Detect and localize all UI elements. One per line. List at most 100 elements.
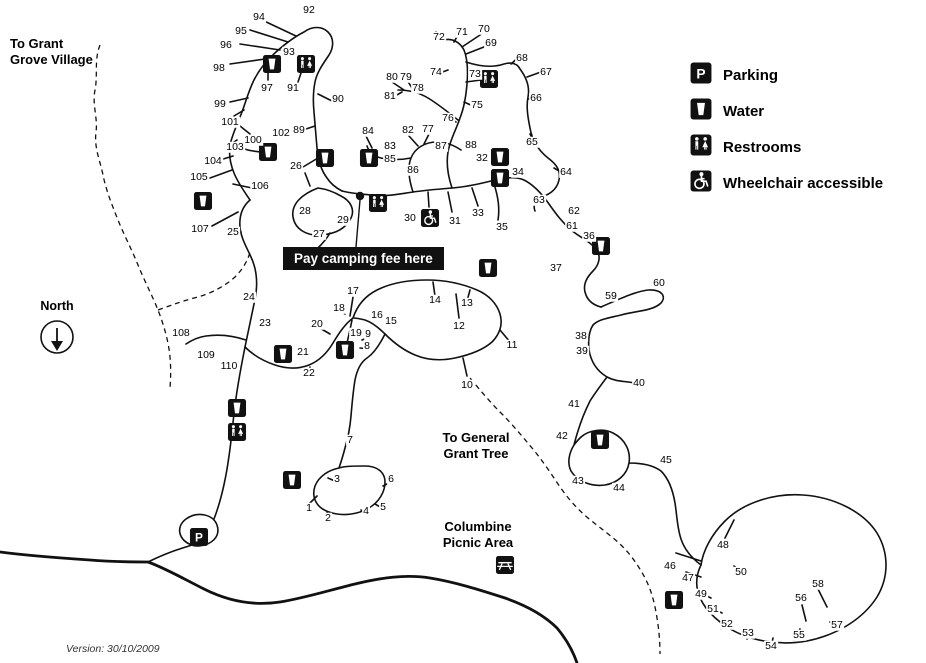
site-number-27: 27 xyxy=(312,227,326,240)
restrooms-icon xyxy=(368,193,388,213)
legend-item-restrooms: Restrooms xyxy=(690,134,883,161)
site-number-20: 20 xyxy=(310,317,324,330)
site-number-109: 109 xyxy=(196,348,216,361)
site-number-52: 52 xyxy=(720,617,734,630)
site-number-19: 19 xyxy=(349,326,363,339)
water-icon xyxy=(490,147,510,167)
site-number-103: 103 xyxy=(225,140,245,153)
site-number-3: 3 xyxy=(333,472,341,485)
site-number-84: 84 xyxy=(361,124,375,137)
site-number-58: 58 xyxy=(811,577,825,590)
site-number-23: 23 xyxy=(258,316,272,329)
site-number-2: 2 xyxy=(324,511,332,524)
parking-icon: P xyxy=(690,62,712,89)
site-number-95: 95 xyxy=(234,24,248,37)
north-label: North xyxy=(40,299,74,313)
site-number-85: 85 xyxy=(383,152,397,165)
site-number-54: 54 xyxy=(764,639,778,652)
site-number-28: 28 xyxy=(298,204,312,217)
site-number-25: 25 xyxy=(226,225,240,238)
site-number-35: 35 xyxy=(495,220,509,233)
site-number-80: 80 xyxy=(385,70,399,83)
legend-item-water: Water xyxy=(690,98,883,125)
water-icon xyxy=(359,148,379,168)
site-number-48: 48 xyxy=(716,538,730,551)
site-number-86: 86 xyxy=(406,163,420,176)
hiking-trails xyxy=(93,44,661,655)
site-number-82: 82 xyxy=(401,123,415,136)
water-icon xyxy=(478,258,498,278)
site-number-87: 87 xyxy=(434,139,448,152)
site-number-81: 81 xyxy=(383,89,397,102)
site-number-57: 57 xyxy=(830,618,844,631)
site-number-88: 88 xyxy=(464,138,478,151)
site-number-41: 41 xyxy=(567,397,581,410)
fee-pointer xyxy=(355,191,365,248)
site-number-107: 107 xyxy=(190,222,210,235)
site-number-37: 37 xyxy=(549,261,563,274)
site-number-92: 92 xyxy=(302,3,316,16)
site-number-105: 105 xyxy=(189,170,209,183)
site-number-13: 13 xyxy=(460,296,474,309)
site-number-4: 4 xyxy=(362,504,370,517)
site-number-38: 38 xyxy=(574,329,588,342)
site-number-99: 99 xyxy=(213,97,227,110)
site-number-91: 91 xyxy=(286,81,300,94)
site-number-77: 77 xyxy=(421,122,435,135)
site-number-110: 110 xyxy=(219,359,239,372)
site-number-12: 12 xyxy=(452,319,466,332)
site-number-68: 68 xyxy=(515,51,529,64)
site-number-15: 15 xyxy=(384,314,398,327)
site-number-65: 65 xyxy=(525,135,539,148)
version-label: Version: 30/10/2009 xyxy=(66,643,160,655)
legend-label: Restrooms xyxy=(723,139,802,156)
site-number-18: 18 xyxy=(332,301,346,314)
site-number-63: 63 xyxy=(532,193,546,206)
water-icon xyxy=(315,148,335,168)
legend-label: Water xyxy=(723,103,765,120)
site-number-14: 14 xyxy=(428,293,442,306)
restrooms-icon xyxy=(296,54,316,74)
site-number-50: 50 xyxy=(734,565,748,578)
site-number-26: 26 xyxy=(289,159,303,172)
site-number-67: 67 xyxy=(539,65,553,78)
site-number-46: 46 xyxy=(663,559,677,572)
site-number-97: 97 xyxy=(260,81,274,94)
site-number-96: 96 xyxy=(219,38,233,51)
site-number-76: 76 xyxy=(441,111,455,124)
site-number-9: 9 xyxy=(364,327,372,340)
site-number-69: 69 xyxy=(484,36,498,49)
site-number-47: 47 xyxy=(681,571,695,584)
site-number-83: 83 xyxy=(383,139,397,152)
site-number-5: 5 xyxy=(379,500,387,513)
site-number-32: 32 xyxy=(475,151,489,164)
water-icon xyxy=(664,590,684,610)
site-number-34: 34 xyxy=(511,165,525,178)
fee-banner: Pay camping fee here xyxy=(283,247,444,270)
restrooms-icon xyxy=(479,69,499,89)
site-number-6: 6 xyxy=(387,472,395,485)
site-number-49: 49 xyxy=(694,587,708,600)
site-number-1: 1 xyxy=(305,501,313,514)
water-icon xyxy=(273,344,293,364)
site-number-71: 71 xyxy=(455,25,469,38)
site-number-45: 45 xyxy=(659,453,673,466)
site-number-39: 39 xyxy=(575,344,589,357)
site-number-7: 7 xyxy=(346,433,354,446)
grant-tree-label: To General Grant Tree xyxy=(442,430,510,461)
site-number-60: 60 xyxy=(652,276,666,289)
north-arrow xyxy=(40,320,74,354)
restrooms-icon xyxy=(227,422,247,442)
water-icon xyxy=(690,98,712,125)
site-number-55: 55 xyxy=(792,628,806,641)
site-number-101: 101 xyxy=(220,115,240,128)
site-number-70: 70 xyxy=(477,22,491,35)
site-number-36: 36 xyxy=(582,229,596,242)
site-number-8: 8 xyxy=(363,339,371,352)
site-number-102: 102 xyxy=(271,126,291,139)
